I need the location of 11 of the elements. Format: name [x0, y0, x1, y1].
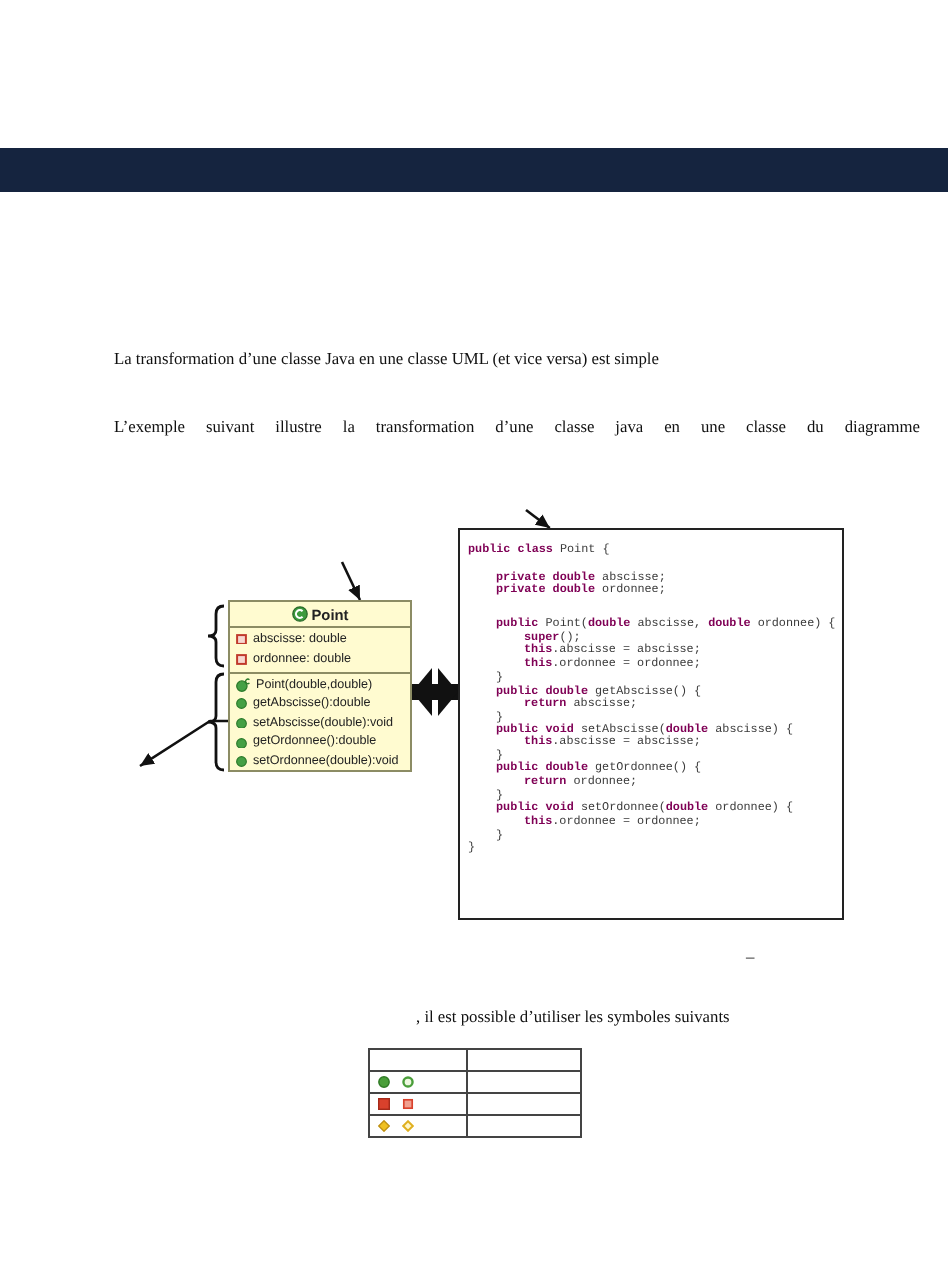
class-box — [228, 600, 412, 772]
arrow — [340, 561, 362, 601]
arrow — [525, 508, 551, 530]
arrow — [139, 719, 230, 768]
paragraph-text: L’exemple suivant illustre la transformation d’une classe java en une classe du diagramme — [114, 418, 920, 438]
operation-compartment — [230, 672, 410, 770]
dash-text: – — [746, 948, 755, 968]
paragraph-text: La transformation d’une classe Java en une classe UML (et vice versa) est simple — [114, 350, 659, 370]
double-arrow — [412, 668, 458, 716]
paragraph-text: , il est possible d’utiliser les symboles suivants — [416, 1008, 730, 1028]
code-box — [458, 528, 844, 920]
